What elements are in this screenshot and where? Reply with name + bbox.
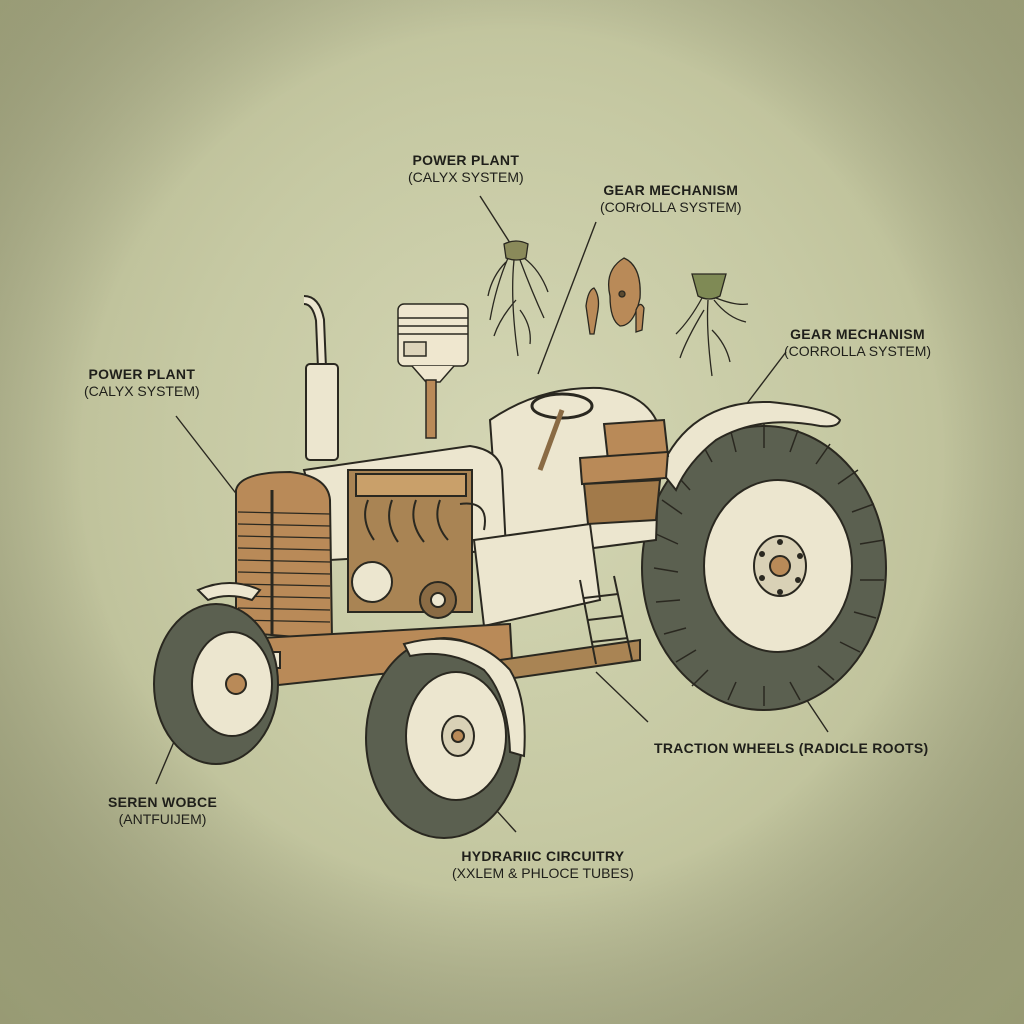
label-left-power-title: POWER PLANT [88,366,196,382]
label-top-gear-mechanism: GEAR MECHANISM (CORrOLLA SYSTEM) [600,182,742,216]
label-top-gear-title: GEAR MECHANISM [603,182,739,198]
label-top-power-plant: POWER PLANT (CALYX SYSTEM) [408,152,524,186]
label-left-power-plant: POWER PLANT (CALYX SYSTEM) [84,366,200,400]
label-traction-wheels: TRACTION WHEELS (RADICLE ROOTS) [654,740,929,757]
label-top-power-plant-sub: (CALYX SYSTEM) [408,168,524,185]
label-bottom-left-title: SEREN WOBCE [108,794,218,810]
label-hydraulic-title: HYDRARIIC CIRCUITRY [461,848,625,864]
label-top-power-plant-title: POWER PLANT [412,152,520,168]
label-right-gear-sub: (CORROLLA SYSTEM) [784,342,932,359]
label-bottom-left: SEREN WOBCE (ANTFUIJEM) [108,794,217,828]
label-hydraulic-sub: (XXLEM & PHLOCE TUBES) [452,864,634,881]
label-traction-title: TRACTION WHEELS (RADICLE ROOTS) [654,740,929,756]
label-left-power-sub: (CALYX SYSTEM) [84,382,200,399]
label-bottom-left-sub: (ANTFUIJEM) [118,810,207,827]
label-right-gear-mechanism: GEAR MECHANISM (CORROLLA SYSTEM) [784,326,931,360]
label-hydraulic: HYDRARIIC CIRCUITRY (XXLEM & PHLOCE TUBE… [452,848,634,882]
label-right-gear-title: GEAR MECHANISM [790,326,925,342]
label-top-gear-sub: (CORrOLLA SYSTEM) [600,198,742,215]
